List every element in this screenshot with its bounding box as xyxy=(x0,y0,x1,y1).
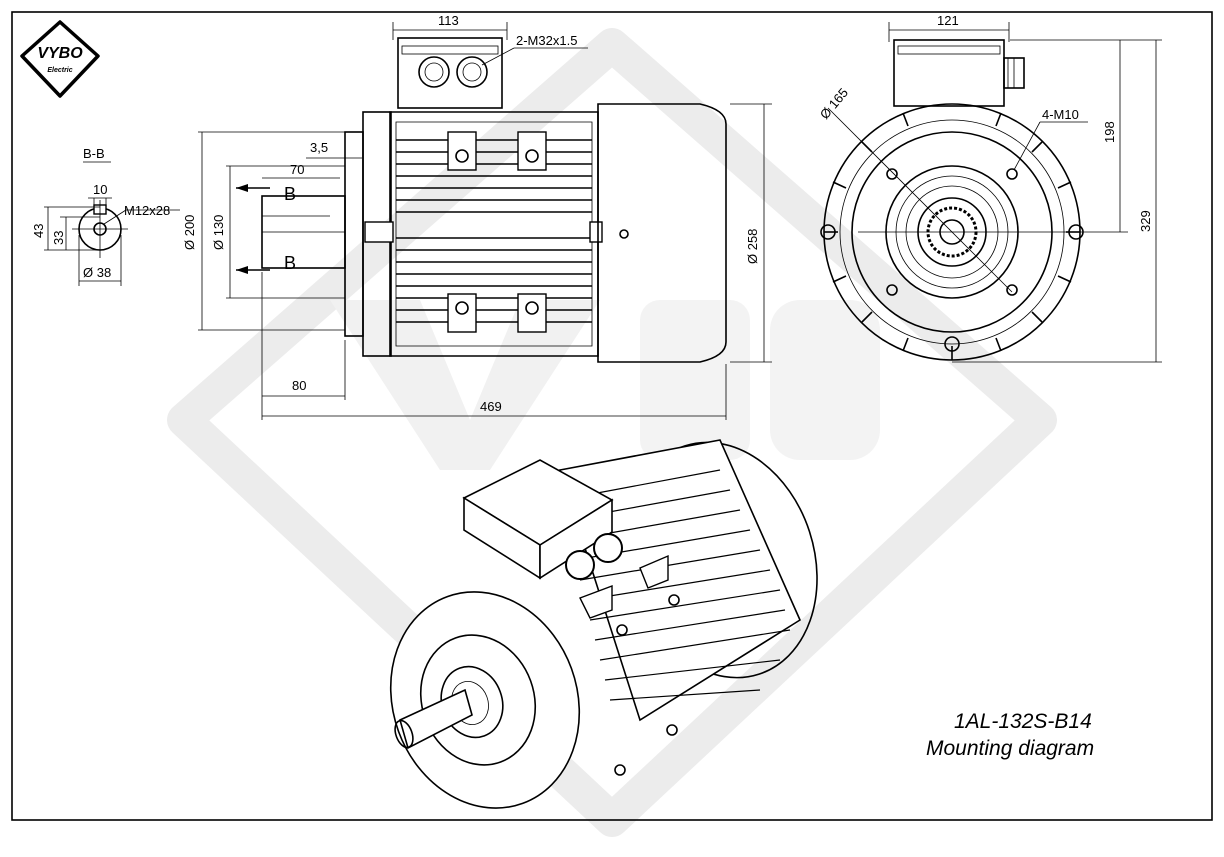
dim-frame-dia: Ø 258 xyxy=(745,229,760,264)
side-view: 113 2-M32x1.5 xyxy=(182,13,772,420)
dim-flange-dia: Ø 200 xyxy=(182,215,197,250)
logo-wordmark: VYBO xyxy=(37,45,83,62)
dim-spigot-dia: Ø 130 xyxy=(211,215,226,250)
dim-box-width-113: 113 xyxy=(438,13,459,28)
section-mark-bottom: B xyxy=(284,253,296,273)
isometric-view xyxy=(389,439,818,809)
dim-total-length: 469 xyxy=(480,399,502,414)
dim-height-43: 43 xyxy=(31,224,46,238)
model-title: 1AL-132S-B14 xyxy=(954,710,1092,733)
dim-pcd: Ø 165 xyxy=(817,85,851,122)
dim-height-33: 33 xyxy=(51,231,66,245)
brand-logo: VYBO Electric xyxy=(20,20,100,98)
dim-flange-offset: 3,5 xyxy=(310,140,328,155)
dim-height-329: 329 xyxy=(1138,210,1153,232)
diagram-subtitle: Mounting diagram xyxy=(926,737,1094,760)
dim-holes: 4-M10 xyxy=(1042,107,1079,122)
dim-thread: M12x28 xyxy=(124,203,170,218)
dim-shaft-80: 80 xyxy=(292,378,306,393)
section-mark-top: B xyxy=(284,184,296,204)
dim-height-198: 198 xyxy=(1102,121,1117,143)
dim-key-width: 10 xyxy=(93,182,107,197)
drawing-border xyxy=(11,11,1213,821)
dim-shaft-diameter: Ø 38 xyxy=(83,265,111,280)
title-block: 1AL-132S-B14 Mounting diagram xyxy=(926,710,1094,760)
logo-subtitle: Electric xyxy=(47,67,72,74)
dim-box-width-121: 121 xyxy=(937,13,959,28)
section-bb: B-B 10 M12x28 43 33 Ø 38 xyxy=(31,146,180,286)
front-view: 121 Ø 165 4-M10 198 xyxy=(817,13,1162,363)
dim-key-70: 70 xyxy=(290,162,304,177)
watermark xyxy=(167,28,1057,837)
section-label: B-B xyxy=(83,146,105,161)
cable-gland-label: 2-M32x1.5 xyxy=(516,33,577,48)
